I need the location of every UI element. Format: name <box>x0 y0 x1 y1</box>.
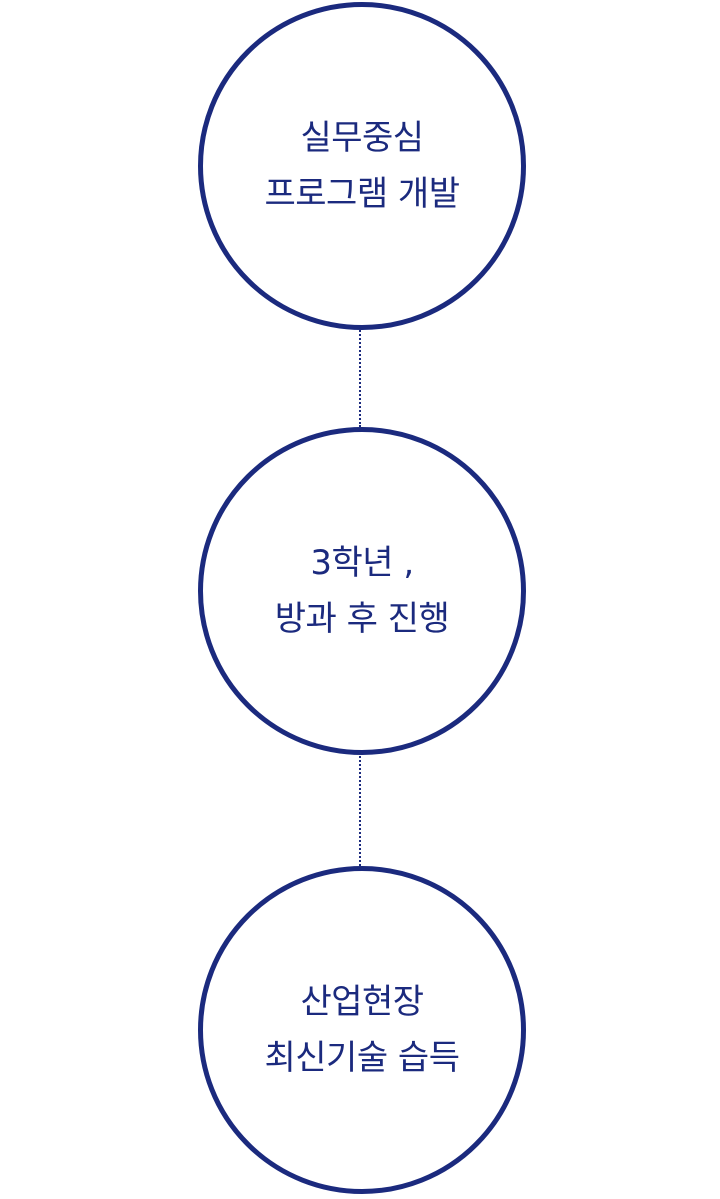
step-line-1: 산업현장 <box>300 982 424 1022</box>
step-line-1: 실무중심 <box>300 118 424 158</box>
step-line-2: 최신기술 습득 <box>264 1038 461 1078</box>
step-line-1: 3학년 , <box>310 543 414 583</box>
step-circle-industry-tech: 산업현장 최신기술 습득 <box>198 866 526 1194</box>
step-circle-practical-program: 실무중심 프로그램 개발 <box>198 2 526 330</box>
dotted-connector <box>359 327 361 427</box>
step-line-2: 방과 후 진행 <box>274 599 450 639</box>
step-circle-third-year-after-school: 3학년 , 방과 후 진행 <box>198 427 526 755</box>
dotted-connector <box>359 752 361 866</box>
step-line-2: 프로그램 개발 <box>264 174 461 214</box>
